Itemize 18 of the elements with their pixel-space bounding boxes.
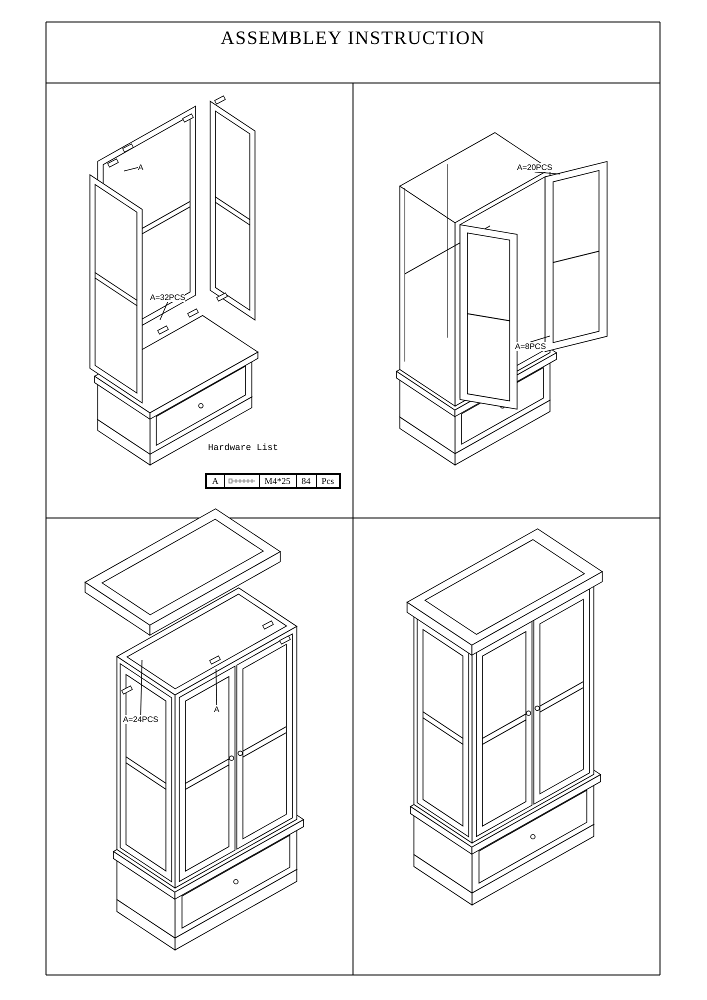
table-cell: M4*25 [259,474,296,488]
callout-label: A=32PCS [150,293,186,302]
leader-line [124,167,138,172]
callout-label: A=20PCS [517,163,552,172]
callout-label: A=8PCS [515,342,546,351]
leader-line [140,660,142,716]
table-cell: A [206,474,224,488]
leader-line [530,336,550,342]
table-cell: 84 [296,474,316,488]
table-cell: Pcs [316,474,340,488]
diagram-title: ASSEMBLEY INSTRUCTION [220,28,486,50]
table-heading: Hardware List [208,443,278,453]
callout-label: A=24PCS [123,715,158,724]
leader-line [534,172,560,174]
callout-label: A [138,163,144,172]
callout-label: A [214,705,220,714]
leader-line [160,302,168,320]
leader-line [216,668,218,706]
